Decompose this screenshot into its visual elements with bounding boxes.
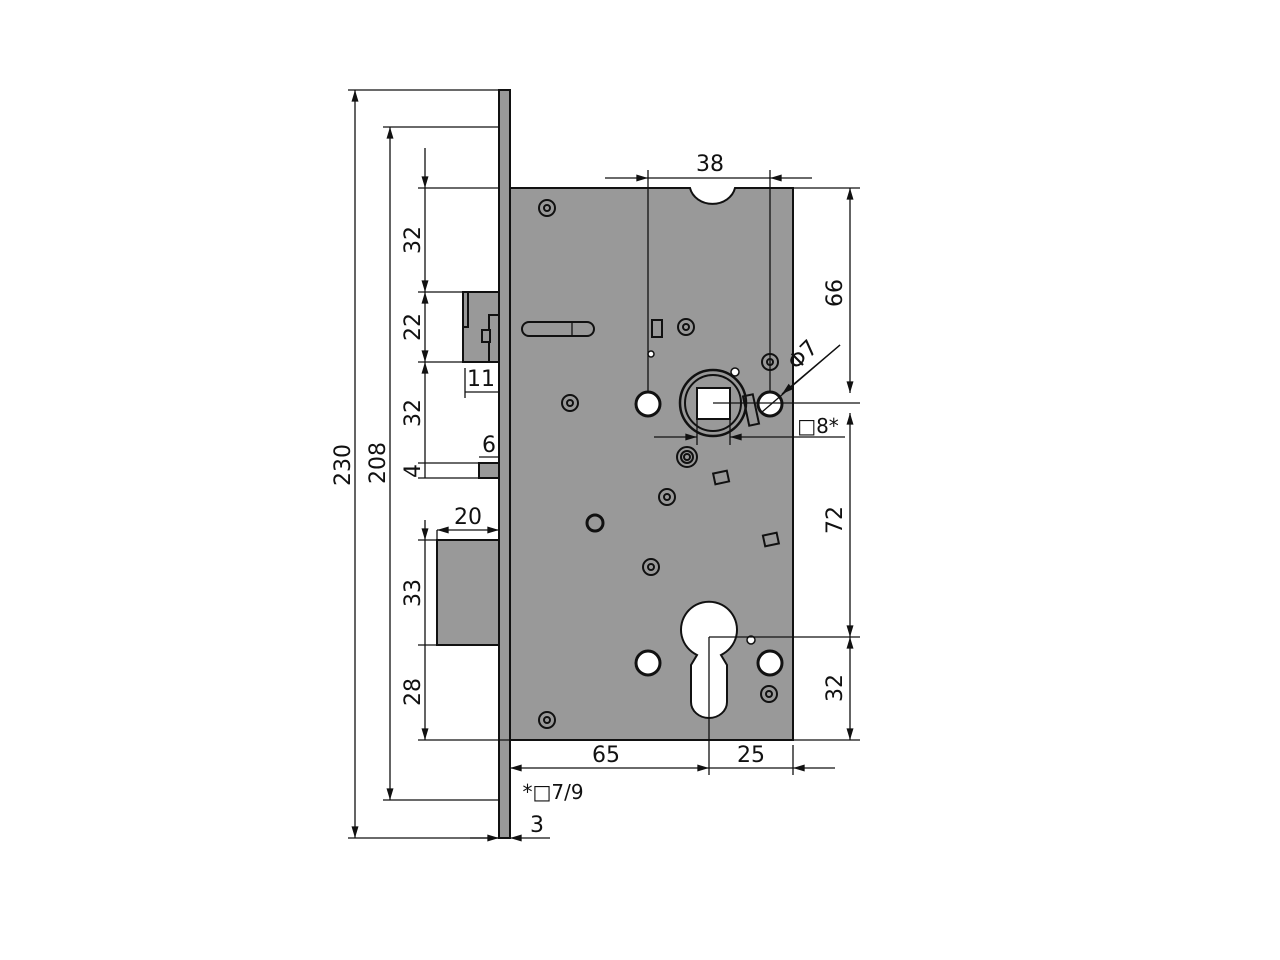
deadbolt bbox=[436, 539, 500, 646]
hole bbox=[756, 390, 784, 418]
deadlatch bbox=[478, 462, 500, 479]
dim-32-top: 32 bbox=[401, 226, 426, 254]
dim-66: 66 bbox=[823, 279, 848, 307]
dim-6: 6 bbox=[482, 433, 496, 458]
dim-20: 20 bbox=[454, 505, 482, 530]
hole bbox=[756, 649, 784, 677]
lock-body bbox=[436, 89, 794, 839]
dimension-labels: 230 208 32 22 32 4 33 28 11 6 20 38 66 7… bbox=[331, 152, 848, 838]
dim-3: 3 bbox=[530, 813, 544, 838]
latch-bolt bbox=[462, 291, 500, 363]
dim-65: 65 bbox=[592, 743, 620, 768]
dimension-lines bbox=[348, 89, 860, 842]
hole bbox=[634, 649, 662, 677]
dim-38: 38 bbox=[696, 152, 724, 177]
faceplate bbox=[498, 89, 511, 839]
slot bbox=[521, 321, 595, 337]
dim-4: 4 bbox=[401, 464, 426, 478]
dim-28: 28 bbox=[401, 678, 426, 706]
dim-230: 230 bbox=[331, 444, 356, 486]
dim-11: 11 bbox=[467, 367, 495, 392]
dim-25: 25 bbox=[737, 743, 765, 768]
dim-32-bottom: 32 bbox=[823, 674, 848, 702]
dim-32-mid: 32 bbox=[401, 399, 426, 427]
dim-22: 22 bbox=[401, 313, 426, 341]
dim-33: 33 bbox=[401, 579, 426, 607]
hole bbox=[634, 390, 662, 418]
dim-72: 72 bbox=[823, 506, 848, 534]
dim-square8: □8* bbox=[797, 414, 839, 438]
dim-208: 208 bbox=[366, 442, 391, 484]
spindle-note: *□7/9 bbox=[522, 780, 583, 804]
